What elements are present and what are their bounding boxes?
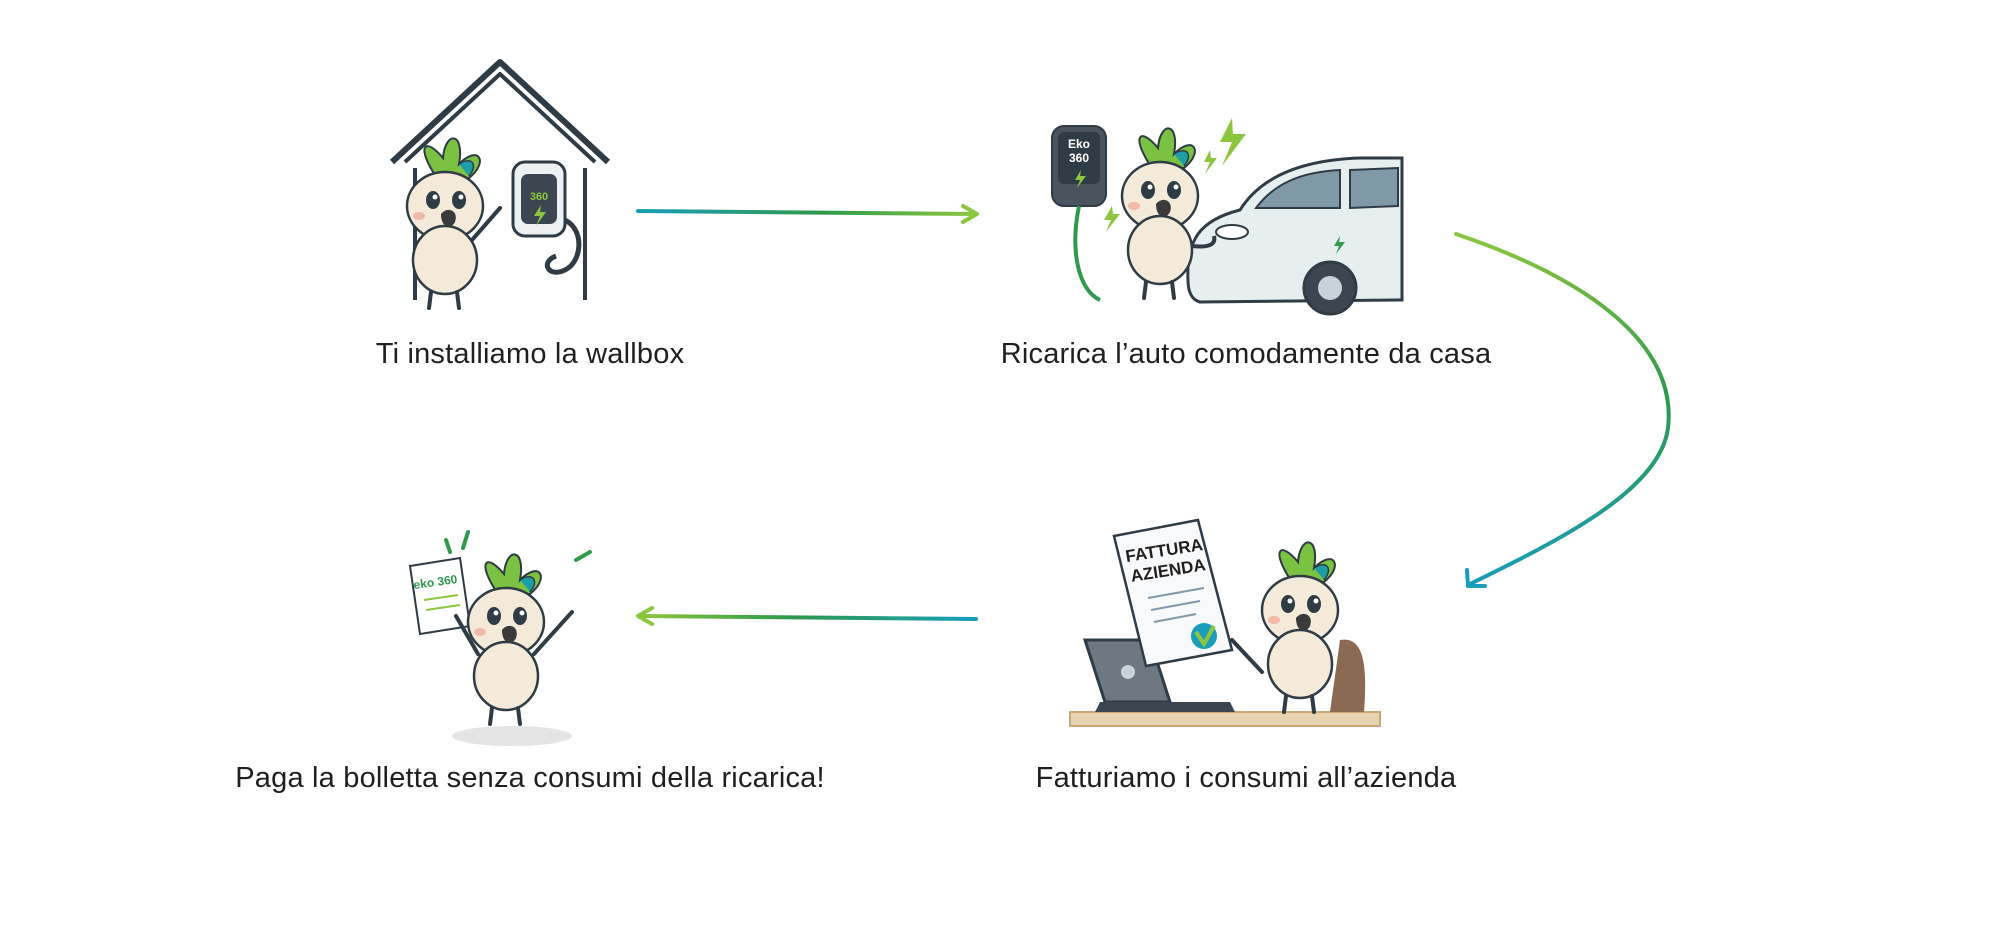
arrow-step3-to-step4	[636, 606, 978, 626]
ev-charging-mascot-icon: Eko 360	[1051, 118, 1404, 316]
step-2-label: Ricarica l’auto comodamente da casa	[1000, 338, 1492, 370]
arrow-step1-to-step2	[636, 204, 979, 224]
step-3-label: Fatturiamo i consumi all’azienda	[1035, 762, 1457, 794]
charger-badge-line1: Eko	[1068, 137, 1090, 151]
company-invoice-mascot-icon: FATTURA AZIENDA	[1069, 518, 1381, 727]
bill-mascot-icon: eko 360	[408, 530, 592, 746]
step-1-label: Ti installiamo la wallbox	[375, 338, 685, 370]
charger-badge-line2: 360	[1069, 151, 1089, 165]
arrow-step2-to-step3	[1454, 232, 1671, 588]
step-4-label: Paga la bolletta senza consumi della ric…	[235, 762, 825, 794]
house-wallbox-mascot-icon: 360	[389, 59, 611, 310]
wallbox-badge: 360	[530, 191, 548, 203]
bill-brand: eko 360	[413, 572, 459, 592]
